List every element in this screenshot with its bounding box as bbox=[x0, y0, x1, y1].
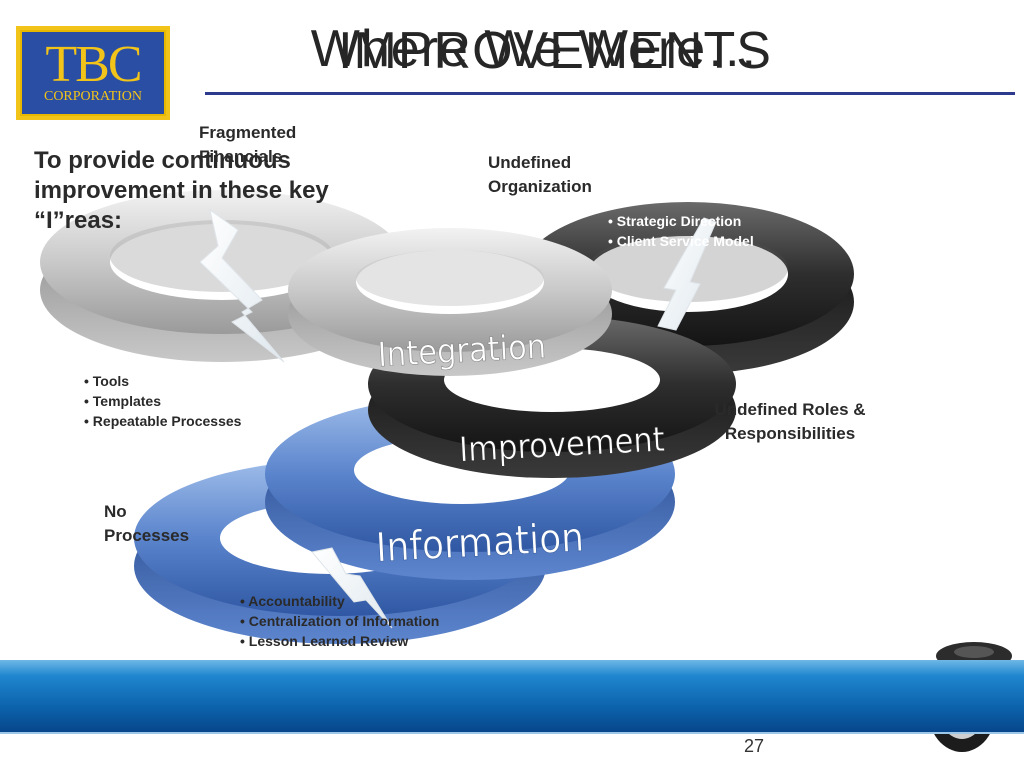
bullet-item: • Repeatable Processes bbox=[84, 413, 242, 429]
label-undefined-roles: Undefined Roles & Responsibilities bbox=[714, 400, 866, 443]
title-rule bbox=[205, 92, 1015, 95]
information-ring-label: Information bbox=[375, 515, 585, 572]
lightning-bolt-bottom-icon bbox=[311, 547, 393, 629]
bullet-item: • Centralization of Information bbox=[240, 613, 440, 629]
bullet-item: • Client Service Model bbox=[608, 233, 754, 249]
footer-band bbox=[0, 660, 1024, 732]
page-number: 27 bbox=[744, 736, 765, 756]
bullets-strategy: • Strategic Direction • Client Service M… bbox=[608, 211, 754, 251]
integration-ring-label: Integration bbox=[377, 327, 547, 376]
improvement-ring-label: Improvement bbox=[458, 420, 666, 471]
bullets-tools: • Tools • Templates • Repeatable Process… bbox=[84, 371, 241, 431]
lightning-bolt-right-icon bbox=[657, 217, 717, 331]
slide-title-improvements: IMPROVEMENTS bbox=[338, 22, 772, 80]
lightning-bolt-left-icon bbox=[199, 208, 285, 363]
bullet-item: • Accountability bbox=[240, 593, 345, 609]
bullet-item: • Strategic Direction bbox=[608, 213, 742, 229]
integration-ring bbox=[288, 228, 612, 376]
logo-brand: TBC bbox=[45, 36, 142, 93]
logo-subtitle: CORPORATION bbox=[43, 89, 142, 104]
footer-line bbox=[0, 732, 1024, 734]
label-fragmented-financials: Fragmented Financials bbox=[199, 123, 297, 166]
label-undefined-organization: Undefined Organization bbox=[488, 153, 592, 196]
bullets-accountability: • Accountability • Centralization of Inf… bbox=[240, 591, 439, 651]
slide-title-where-we-were: Where We Were… bbox=[310, 20, 760, 78]
bullet-item: • Tools bbox=[84, 373, 130, 389]
bullet-item: • Templates bbox=[84, 393, 161, 409]
intro-statement: To provide continuous improvement in the… bbox=[34, 147, 329, 234]
bullet-item: • Lesson Learned Review bbox=[240, 633, 409, 649]
label-no-processes: No Processes bbox=[104, 502, 190, 545]
tbc-logo-inner: TBC CORPORATION bbox=[20, 30, 166, 116]
tbc-logo: TBC CORPORATION bbox=[16, 26, 170, 120]
